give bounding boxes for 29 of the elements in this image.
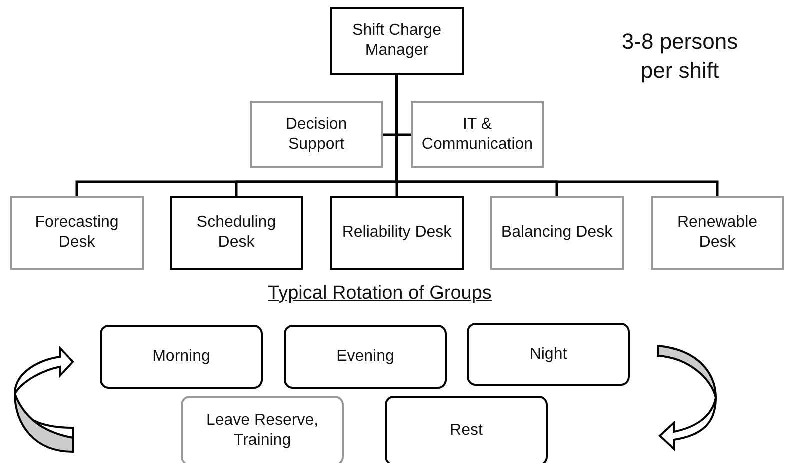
role-box — [330, 196, 464, 270]
node-label: Balancing Desk — [501, 223, 613, 243]
shift-group-box — [181, 396, 344, 463]
shift-group-box — [284, 325, 447, 389]
role-box — [10, 196, 144, 270]
role-box — [330, 7, 464, 75]
node-label: Evening — [336, 347, 394, 367]
shift-group-box — [467, 323, 630, 386]
node-label: Leave Reserve, Training — [205, 411, 320, 451]
shift-group-box — [385, 396, 548, 463]
role-box — [490, 196, 624, 270]
node-label: Morning — [152, 347, 210, 367]
connector-line — [396, 75, 719, 196]
section-heading: Typical Rotation of Groups — [267, 282, 493, 306]
label-text: 3-8 persons per shift — [620, 28, 740, 85]
node-label: Decision Support — [284, 114, 348, 154]
role-box — [170, 196, 303, 270]
role-box — [250, 101, 383, 168]
shift-group-box — [100, 325, 263, 389]
node-label: IT & Communication — [420, 114, 534, 154]
node-label: Shift Charge Manager — [352, 21, 442, 61]
node-label: Renewable Desk — [677, 213, 758, 253]
node-label: Rest — [450, 421, 483, 441]
node-label: Reliability Desk — [342, 223, 452, 243]
role-box — [411, 101, 544, 168]
node-label: Scheduling Desk — [196, 213, 276, 253]
node-label: Forecasting Desk — [35, 213, 119, 253]
node-label: Night — [530, 344, 568, 364]
role-box — [651, 196, 784, 270]
